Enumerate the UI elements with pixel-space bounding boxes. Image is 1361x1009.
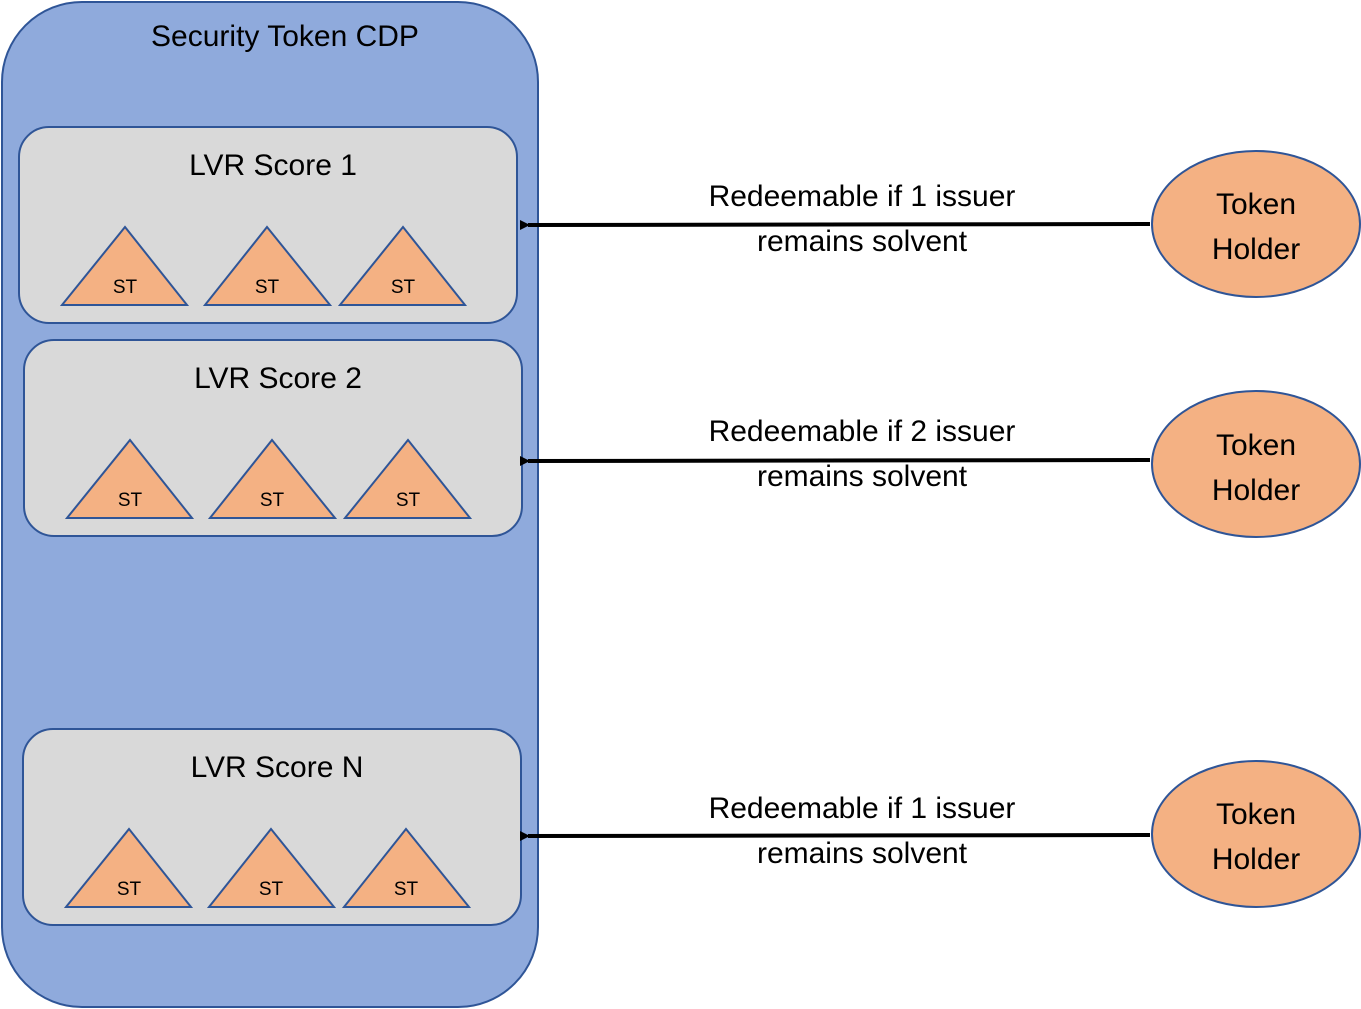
redeem-condition-label: Redeemable if 1 issuer bbox=[709, 180, 1016, 213]
redeem-condition-label: remains solvent bbox=[757, 460, 968, 493]
redeem-condition-label: Redeemable if 2 issuer bbox=[709, 415, 1016, 448]
svg-text:Holder: Holder bbox=[1212, 843, 1300, 876]
redeem-condition-label: Redeemable if 1 issuer bbox=[709, 792, 1016, 825]
security-token-triangle: ST bbox=[64, 438, 195, 519]
svg-text:ST: ST bbox=[117, 879, 142, 900]
token-holder-1: Token Holder bbox=[1151, 150, 1361, 298]
lvr-group-n: LVR Score N ST ST ST bbox=[22, 728, 522, 926]
security-token-triangle: ST bbox=[337, 225, 468, 306]
redeem-arrow-2 bbox=[519, 456, 1151, 467]
svg-text:Token: Token bbox=[1216, 798, 1296, 831]
svg-text:Token: Token bbox=[1216, 429, 1296, 462]
security-token-triangle: ST bbox=[202, 225, 333, 306]
lvr-group-2: LVR Score 2 ST ST ST bbox=[23, 339, 523, 537]
lvr-group-title: LVR Score 1 bbox=[189, 149, 357, 182]
redeem-arrow-n bbox=[519, 831, 1151, 842]
lvr-group-title: LVR Score N bbox=[191, 751, 364, 784]
svg-text:ST: ST bbox=[113, 277, 138, 298]
cdp-title: Security Token CDP bbox=[151, 20, 419, 53]
svg-text:ST: ST bbox=[255, 277, 280, 298]
redeem-condition-label: remains solvent bbox=[757, 225, 968, 258]
svg-text:Token: Token bbox=[1216, 188, 1296, 221]
security-token-triangle: ST bbox=[63, 827, 194, 908]
svg-text:ST: ST bbox=[396, 490, 421, 511]
svg-text:ST: ST bbox=[394, 879, 419, 900]
security-token-triangle: ST bbox=[207, 438, 338, 519]
svg-text:Holder: Holder bbox=[1212, 474, 1300, 507]
security-token-triangle: ST bbox=[341, 827, 472, 908]
redeem-arrow-1 bbox=[519, 220, 1151, 231]
security-token-triangle: ST bbox=[206, 827, 337, 908]
svg-text:Holder: Holder bbox=[1212, 233, 1300, 266]
lvr-group-1: LVR Score 1 ST ST ST bbox=[18, 126, 518, 324]
security-token-triangle: ST bbox=[59, 225, 190, 306]
svg-text:ST: ST bbox=[118, 490, 143, 511]
svg-text:ST: ST bbox=[391, 277, 416, 298]
svg-text:ST: ST bbox=[259, 879, 284, 900]
token-holder-n: Token Holder bbox=[1151, 760, 1361, 908]
token-holder-2: Token Holder bbox=[1151, 390, 1361, 538]
security-token-triangle: ST bbox=[342, 438, 473, 519]
lvr-group-title: LVR Score 2 bbox=[194, 362, 362, 395]
svg-text:ST: ST bbox=[260, 490, 285, 511]
redeem-condition-label: remains solvent bbox=[757, 837, 968, 870]
